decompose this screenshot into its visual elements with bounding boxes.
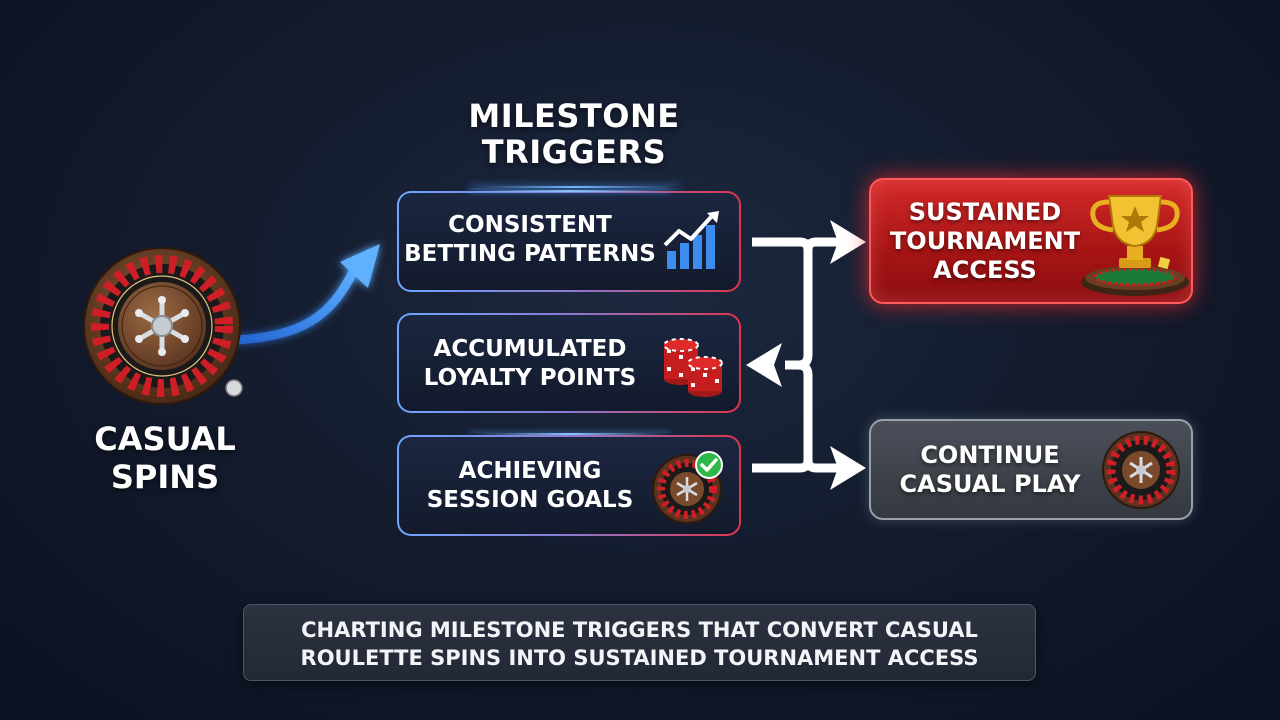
roulette-checkmark-icon: [652, 451, 723, 524]
outcome-line-1: SUSTAINED: [908, 198, 1062, 226]
trigger-line-2: BETTING PATTERNS: [404, 241, 656, 267]
trigger-line-1: ACCUMULATED: [433, 336, 627, 362]
casual-line-1: CASUAL: [94, 420, 236, 458]
outcome-label: SUSTAINED TOURNAMENT ACCESS: [875, 198, 1095, 285]
diagram-caption: CHARTING MILESTONE TRIGGERS THAT CONVERT…: [243, 604, 1036, 681]
trigger-label: ACCUMULATED LOYALTY POINTS: [399, 335, 661, 393]
trigger-line-1: CONSISTENT: [448, 212, 612, 238]
casual-to-triggers-arrow: [233, 244, 380, 345]
trophy-icon: [1081, 195, 1189, 296]
roulette-wheel-icon: [83, 247, 243, 405]
trigger-label: CONSISTENT BETTING PATTERNS: [399, 211, 661, 269]
arrowhead-to-tournament: [830, 220, 866, 264]
outcome-line-2: TOURNAMENT: [889, 227, 1081, 255]
trigger-card-session-goals: ACHIEVING SESSION GOALS: [397, 435, 741, 536]
card-top-glow: [469, 190, 669, 192]
heading-line-1: MILESTONE: [468, 97, 680, 135]
caption-line-1: CHARTING MILESTONE TRIGGERS THAT CONVERT…: [301, 618, 978, 642]
outcome-line-1: CONTINUE: [920, 441, 1060, 469]
outcome-line-2: CASUAL PLAY: [899, 470, 1081, 498]
caption-line-2: ROULETTE SPINS INTO SUSTAINED TOURNAMENT…: [300, 646, 979, 670]
card-separator-glow: [470, 433, 670, 435]
trigger-card-loyalty-points: ACCUMULATED LOYALTY POINTS: [397, 313, 741, 413]
arrowhead-to-continue: [830, 446, 866, 490]
heading-glow-divider: [470, 186, 680, 188]
milestone-triggers-heading: MILESTONE TRIGGERS: [404, 98, 744, 170]
casual-spins-label: CASUAL SPINS: [70, 420, 260, 496]
poker-chip-stacks-icon: [663, 338, 723, 397]
casual-line-2: SPINS: [110, 458, 220, 496]
outcome-continue-casual-play: CONTINUE CASUAL PLAY: [869, 419, 1193, 520]
branch-connector: [752, 237, 838, 473]
trigger-line-1: ACHIEVING: [458, 458, 602, 484]
roulette-wheel-icon: [1102, 431, 1180, 509]
outcome-sustained-tournament-access: SUSTAINED TOURNAMENT ACCESS: [869, 178, 1193, 304]
outcome-label: CONTINUE CASUAL PLAY: [875, 441, 1105, 499]
trigger-line-2: LOYALTY POINTS: [423, 365, 637, 391]
trigger-label: ACHIEVING SESSION GOALS: [399, 457, 661, 515]
trigger-card-betting-patterns: CONSISTENT BETTING PATTERNS: [397, 190, 741, 292]
arrowhead-to-loyalty: [746, 343, 782, 387]
outcome-line-3: ACCESS: [933, 256, 1037, 284]
heading-line-2: TRIGGERS: [481, 133, 667, 171]
rising-bar-chart-icon: [663, 211, 719, 269]
trigger-line-2: SESSION GOALS: [426, 487, 634, 513]
